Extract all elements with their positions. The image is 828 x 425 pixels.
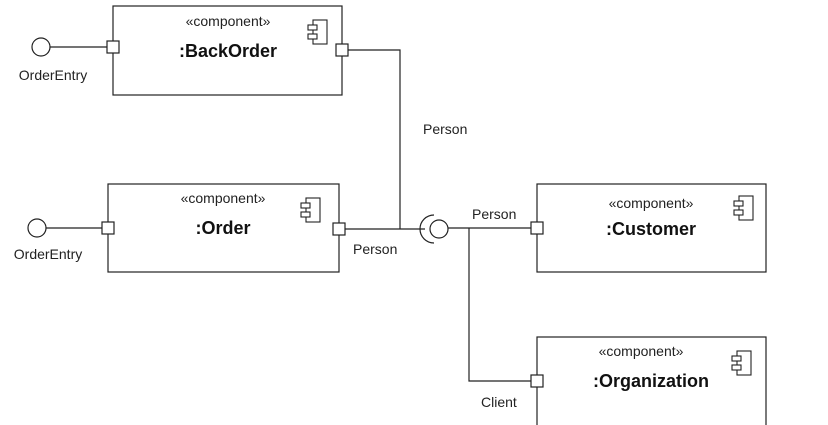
order-orderentry-label: OrderEntry [14,246,82,262]
component-icon [733,195,754,221]
backorder-orderentry-interface: OrderEntry [19,37,107,83]
component-backorder-stereotype: «component» [186,13,271,29]
component-order[interactable]: «component» :Order [101,183,346,273]
component-customer-name: :Customer [606,219,696,239]
lollipop-interface-icon [27,218,47,238]
lollipop-interface-icon [31,37,51,57]
organization-left-port [530,374,544,388]
component-backorder-name: :BackOrder [179,41,277,61]
component-order-box [107,183,340,273]
backorder-orderentry-label: OrderEntry [19,67,87,83]
order-person-label: Person [353,241,397,257]
backorder-right-port [335,43,349,57]
customer-left-port [530,221,544,235]
component-customer[interactable]: «component» :Customer [530,183,767,273]
ball-and-socket-connector [419,214,449,244]
required-person-connectors: Person Person [345,49,467,257]
component-organization-name: :Organization [593,371,709,391]
component-order-name: :Order [195,218,250,238]
backorder-left-port [106,40,120,54]
order-orderentry-interface: OrderEntry [14,218,102,262]
customer-person-label: Person [472,206,516,222]
component-icon [731,350,752,376]
component-customer-box [536,183,767,273]
component-backorder[interactable]: «component» :BackOrder [106,5,349,96]
ball-interface-icon [429,219,449,239]
order-right-port [332,222,346,236]
component-icon [307,19,328,45]
component-organization-box [536,336,767,425]
socket-interface-icon [419,214,435,244]
component-order-stereotype: «component» [181,190,266,206]
component-backorder-box [112,5,343,96]
backorder-person-label: Person [423,121,467,137]
component-customer-stereotype: «component» [609,195,694,211]
backorder-person-connector [348,49,401,229]
organization-client-connector [468,228,531,382]
order-left-port [101,221,115,235]
component-organization-stereotype: «component» [599,343,684,359]
component-icon [300,197,321,223]
organization-client-label: Client [481,394,517,410]
component-organization[interactable]: «component» :Organization [530,336,767,425]
provided-person-connectors: Person Client [448,206,531,410]
